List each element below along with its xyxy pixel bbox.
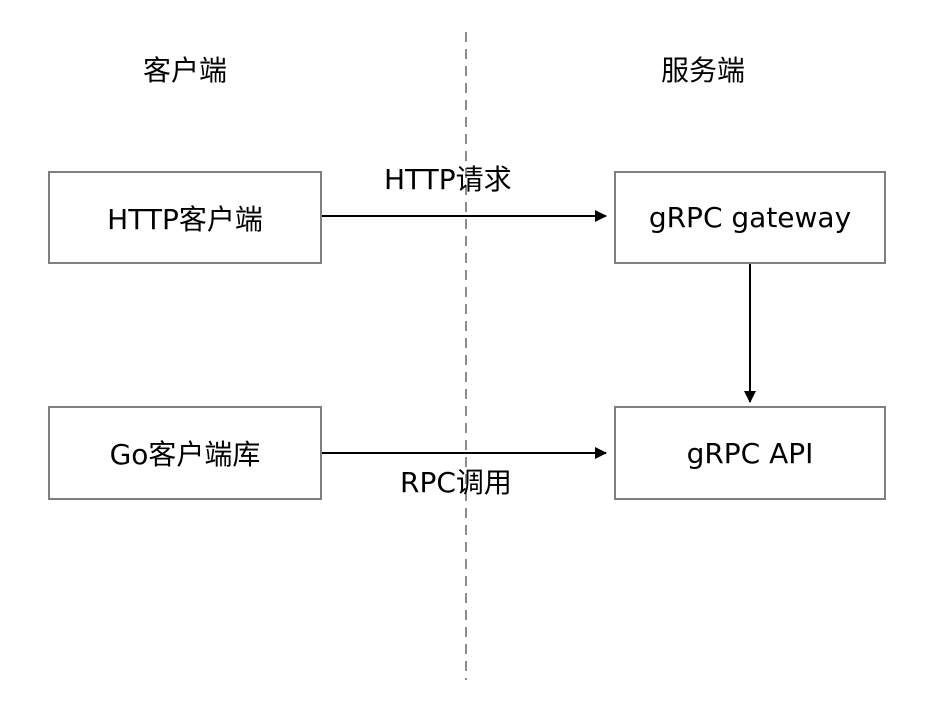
client-column-title: 客户端 bbox=[142, 54, 227, 87]
http-request-label: HTTP请求 bbox=[384, 163, 512, 196]
grpc-api-node: gRPC API bbox=[614, 406, 886, 500]
server-column-title: 服务端 bbox=[660, 54, 745, 87]
grpc-gateway-node: gRPC gateway bbox=[614, 171, 886, 264]
go-client-library-node: Go客户端库 bbox=[48, 406, 322, 500]
rpc-call-label: RPC调用 bbox=[400, 466, 512, 499]
http-client-node: HTTP客户端 bbox=[48, 171, 322, 264]
